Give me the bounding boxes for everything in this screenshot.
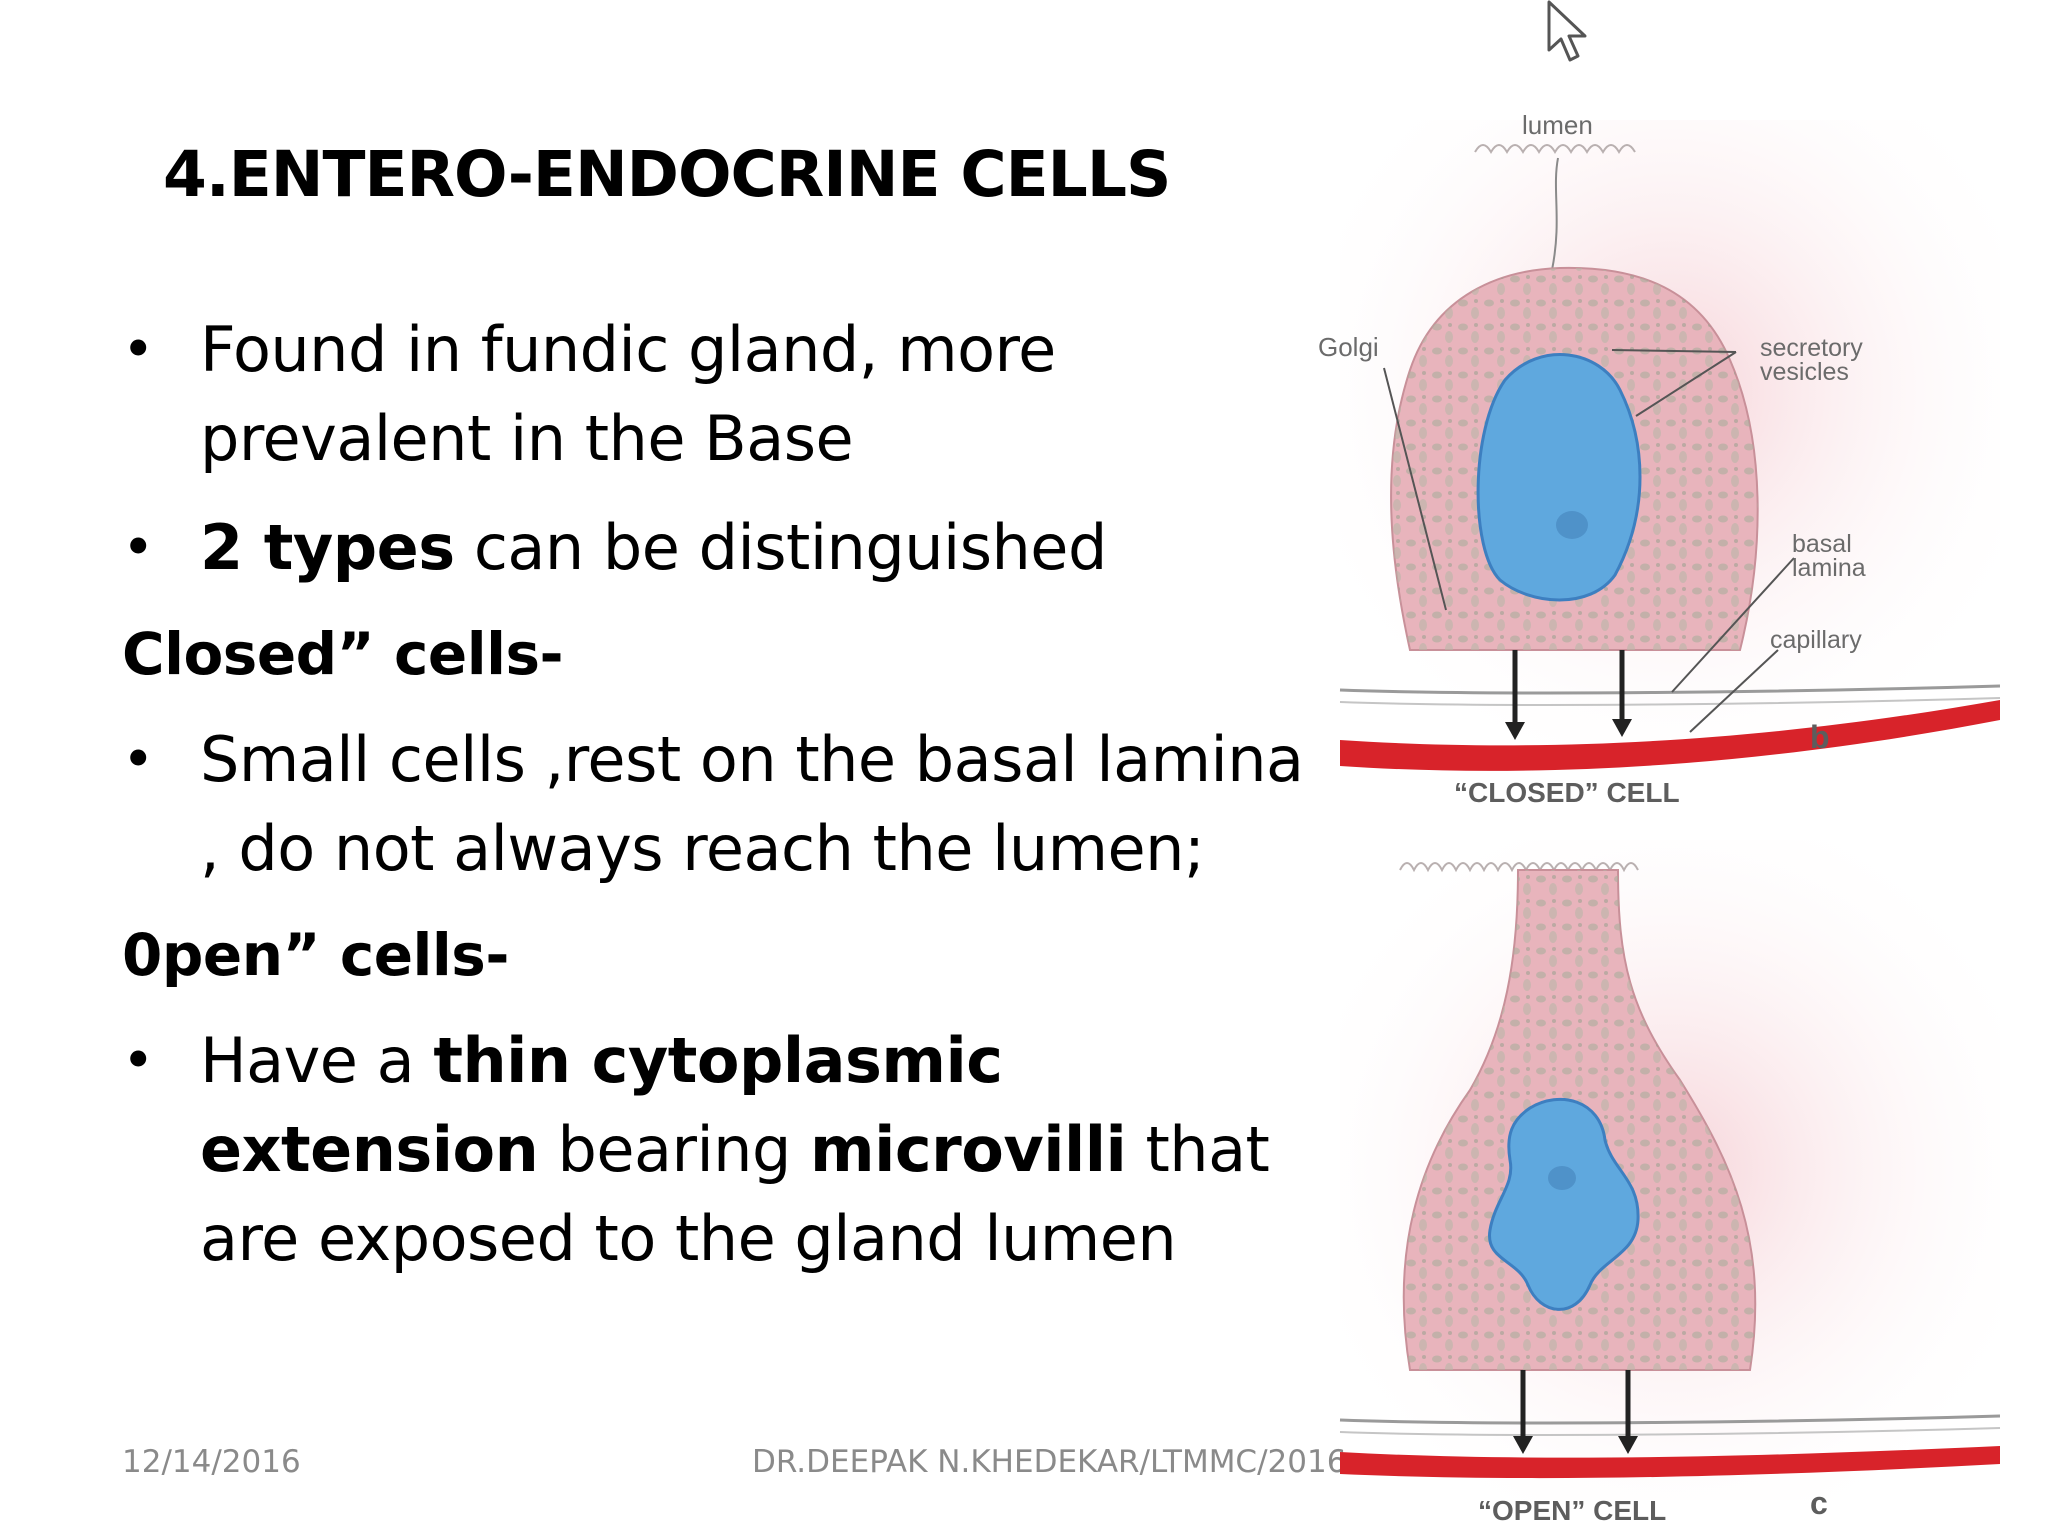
open-basal-lamina-inner (1339, 1427, 2001, 1436)
basal-lamina (1339, 684, 2001, 695)
label-golgi: Golgi (1318, 332, 1379, 362)
secretion-arrow-head (1513, 1436, 1533, 1454)
secretion-arrow-head (1612, 719, 1632, 737)
caption-open-cell: “OPEN” CELL (1478, 1495, 1666, 1526)
label-capillary: capillary (1770, 626, 1862, 654)
basal-lamina-inner (1339, 697, 2001, 706)
bullet-text: Found in fundic gland, more prevalent in… (200, 313, 1056, 475)
golgi-leader (1383, 367, 1447, 611)
open-cells-heading: 0pen” cells- (122, 921, 509, 989)
lumen-surface (1474, 144, 1636, 155)
bullet-dot-icon: • (122, 727, 154, 791)
secretion-arrow-head (1505, 722, 1525, 740)
bullet-text: can be distinguished (454, 511, 1107, 584)
basal-lamina-leader (1671, 557, 1795, 693)
bullet-found-in-fundic-gland: • Found in fundic gland, more prevalent … (122, 305, 1322, 483)
bullet-dot-icon: • (122, 317, 154, 381)
label-secretory: secretory (1760, 334, 1863, 362)
open-cell-nucleolus (1548, 1166, 1576, 1190)
closed-cell-nucleus (1476, 353, 1642, 602)
open-lumen-surface (1399, 862, 1639, 873)
footer-author: DR.DEEPAK N.KHEDEKAR/LTMMC/2016 (752, 1444, 1347, 1480)
label-vesicles: vesicles (1760, 358, 1849, 386)
closed-cell-panel: lumen Golgi secretory vesicles basal lam… (1318, 110, 2001, 808)
label-basal: basal (1792, 530, 1852, 558)
secretory-leader (1611, 349, 1737, 353)
label-lamina: lamina (1792, 554, 1866, 582)
lumen-thread (1551, 157, 1559, 271)
bullet-bold-text: 2 types (200, 511, 455, 584)
closed-cell-nucleolus (1556, 511, 1588, 539)
footer-date: 12/14/2016 (122, 1444, 301, 1480)
bullet-list: • Found in fundic gland, more prevalent … (122, 305, 1322, 1283)
open-cell-panel: c “OPEN” CELL (1339, 840, 2001, 1526)
bullet-bold-text: thin cytoplasmic extension (200, 1024, 1003, 1186)
caption-closed-cell: “CLOSED” CELL (1454, 777, 1680, 808)
bullet-open-cells: • Have a thin cytoplasmic extension bear… (122, 1016, 1322, 1283)
bullet-dot-icon: • (122, 1028, 154, 1092)
label-panel-c: c (1810, 1485, 1828, 1521)
bullet-two-types: • 2 types can be distinguished (122, 503, 1322, 592)
bullet-bold-text: microvilli (810, 1113, 1127, 1186)
secretion-arrow-head (1618, 1436, 1638, 1454)
enteroendocrine-cell-figure: lumen Golgi secretory vesicles basal lam… (1300, 80, 2020, 1536)
bullet-closed-cells: • Small cells ,rest on the basal lamina … (122, 715, 1322, 893)
bullet-text: bearing (538, 1113, 811, 1186)
bullet-text: Small cells ,rest on the basal lamina , … (200, 723, 1304, 885)
closed-cells-heading: Closed” cells- (122, 620, 564, 688)
slide-title: 4.ENTERO-ENDOCRINE CELLS (163, 138, 1171, 211)
capillary-leader (1689, 649, 1779, 733)
open-basal-lamina (1339, 1414, 2001, 1425)
open-cell-nucleus (1488, 1098, 1640, 1311)
label-lumen: lumen (1522, 110, 1593, 140)
secretory-leader (1635, 351, 1737, 417)
bullet-text: that are exposed to the gland lumen (200, 1113, 1270, 1275)
bullet-dot-icon: • (122, 515, 154, 579)
closed-capillary (1340, 700, 2000, 771)
open-capillary (1340, 1446, 2000, 1479)
bullet-text: Have a (200, 1024, 434, 1097)
label-panel-b: b (1810, 719, 1830, 755)
mouse-cursor-icon (1547, 0, 1587, 62)
